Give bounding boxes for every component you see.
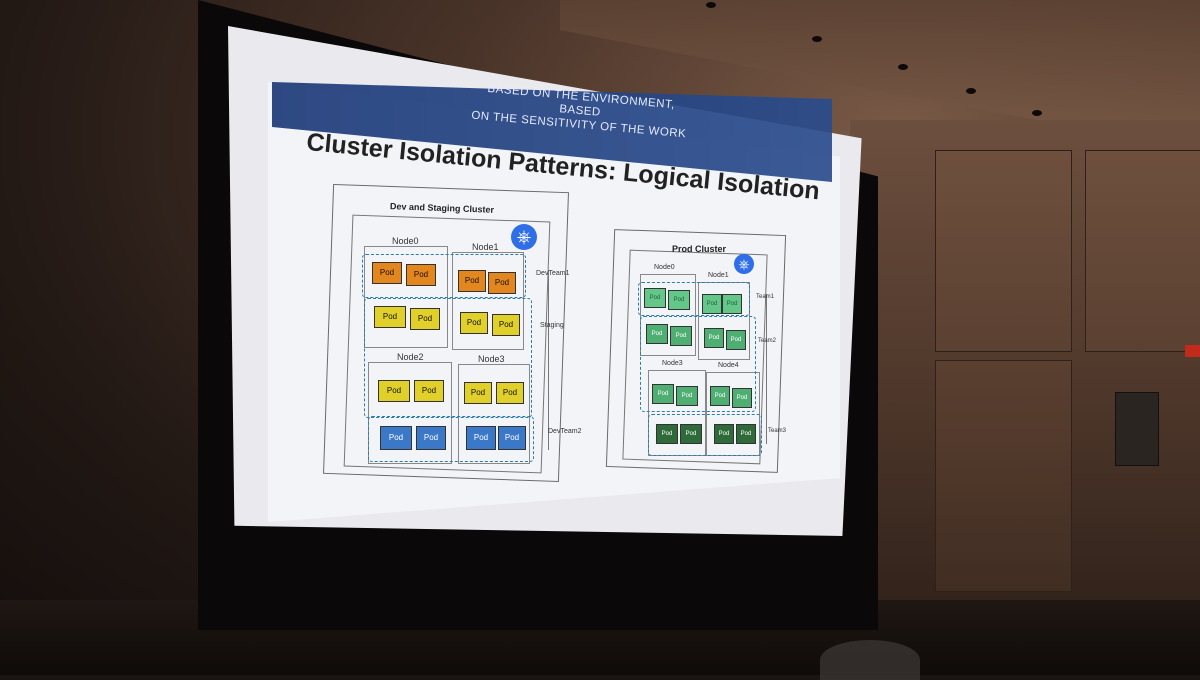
pod: Pod xyxy=(726,330,746,350)
pod: Pod xyxy=(680,424,702,444)
node-box xyxy=(368,362,452,464)
pod: Pod xyxy=(714,424,734,444)
pod: Pod xyxy=(652,384,674,404)
pod: Pod xyxy=(458,270,486,292)
pod: Pod xyxy=(410,308,440,330)
kubernetes-icon: ⎈ xyxy=(511,224,537,250)
wall-panel xyxy=(935,360,1072,592)
pod: Pod xyxy=(498,426,526,450)
side-wall xyxy=(850,120,1200,630)
pod: Pod xyxy=(736,424,756,444)
node-label: Node2 xyxy=(397,352,424,362)
group-devteam2 xyxy=(368,416,534,462)
group-label: Team1 xyxy=(756,294,775,300)
node-box xyxy=(452,252,524,350)
node-label: Node0 xyxy=(392,236,419,246)
group-team1 xyxy=(638,282,750,316)
wall-speaker xyxy=(1115,392,1159,466)
pod: Pod xyxy=(722,294,742,314)
pod: Pod xyxy=(710,386,730,406)
group-devteam1 xyxy=(362,254,526,298)
pod: Pod xyxy=(668,290,690,310)
group-team2 xyxy=(640,316,756,412)
audience-head xyxy=(820,640,920,680)
node-label: Node4 xyxy=(718,362,739,369)
pod: Pod xyxy=(646,324,668,344)
pod: Pod xyxy=(406,264,436,286)
node-label: Node0 xyxy=(654,264,675,271)
group-label: DevTeam2 xyxy=(548,428,582,435)
pod: Pod xyxy=(670,326,692,346)
group-divider xyxy=(548,270,549,450)
pod: Pod xyxy=(704,328,724,348)
pod: Pod xyxy=(488,272,516,294)
pod: Pod xyxy=(676,386,698,406)
group-label: Team3 xyxy=(768,428,787,434)
wall-panel xyxy=(935,150,1072,352)
node-label: Node3 xyxy=(478,354,505,364)
pod: Pod xyxy=(492,314,520,336)
pod: Pod xyxy=(464,382,492,404)
exit-sign xyxy=(1185,345,1200,357)
group-divider xyxy=(766,294,767,444)
pod: Pod xyxy=(380,426,412,450)
group-team3 xyxy=(648,414,762,456)
group-staging xyxy=(364,298,532,418)
pod: Pod xyxy=(644,288,666,308)
cluster-label: Prod Cluster xyxy=(672,244,727,254)
pod: Pod xyxy=(414,380,444,402)
pod: Pod xyxy=(656,424,678,444)
wall-panel xyxy=(1085,150,1200,352)
pod: Pod xyxy=(496,382,524,404)
ceiling-light xyxy=(706,2,716,8)
pod: Pod xyxy=(732,388,752,408)
pod: Pod xyxy=(372,262,402,284)
node-label: Node1 xyxy=(708,272,729,279)
pod: Pod xyxy=(416,426,446,450)
group-label: Team2 xyxy=(758,338,777,344)
node-label: Node3 xyxy=(662,360,683,367)
group-label: Staging xyxy=(540,322,564,329)
kubernetes-icon: ⎈ xyxy=(734,254,754,274)
ceiling-light xyxy=(966,88,976,94)
group-label: DevTeam1 xyxy=(536,270,570,277)
ceiling-light xyxy=(898,64,908,70)
ceiling-light xyxy=(812,36,822,42)
ceiling-light xyxy=(1032,110,1042,116)
pod: Pod xyxy=(460,312,488,334)
pod: Pod xyxy=(466,426,496,450)
pod: Pod xyxy=(702,294,722,314)
pod: Pod xyxy=(378,380,410,402)
pod: Pod xyxy=(374,306,406,328)
node-label: Node1 xyxy=(472,242,499,252)
